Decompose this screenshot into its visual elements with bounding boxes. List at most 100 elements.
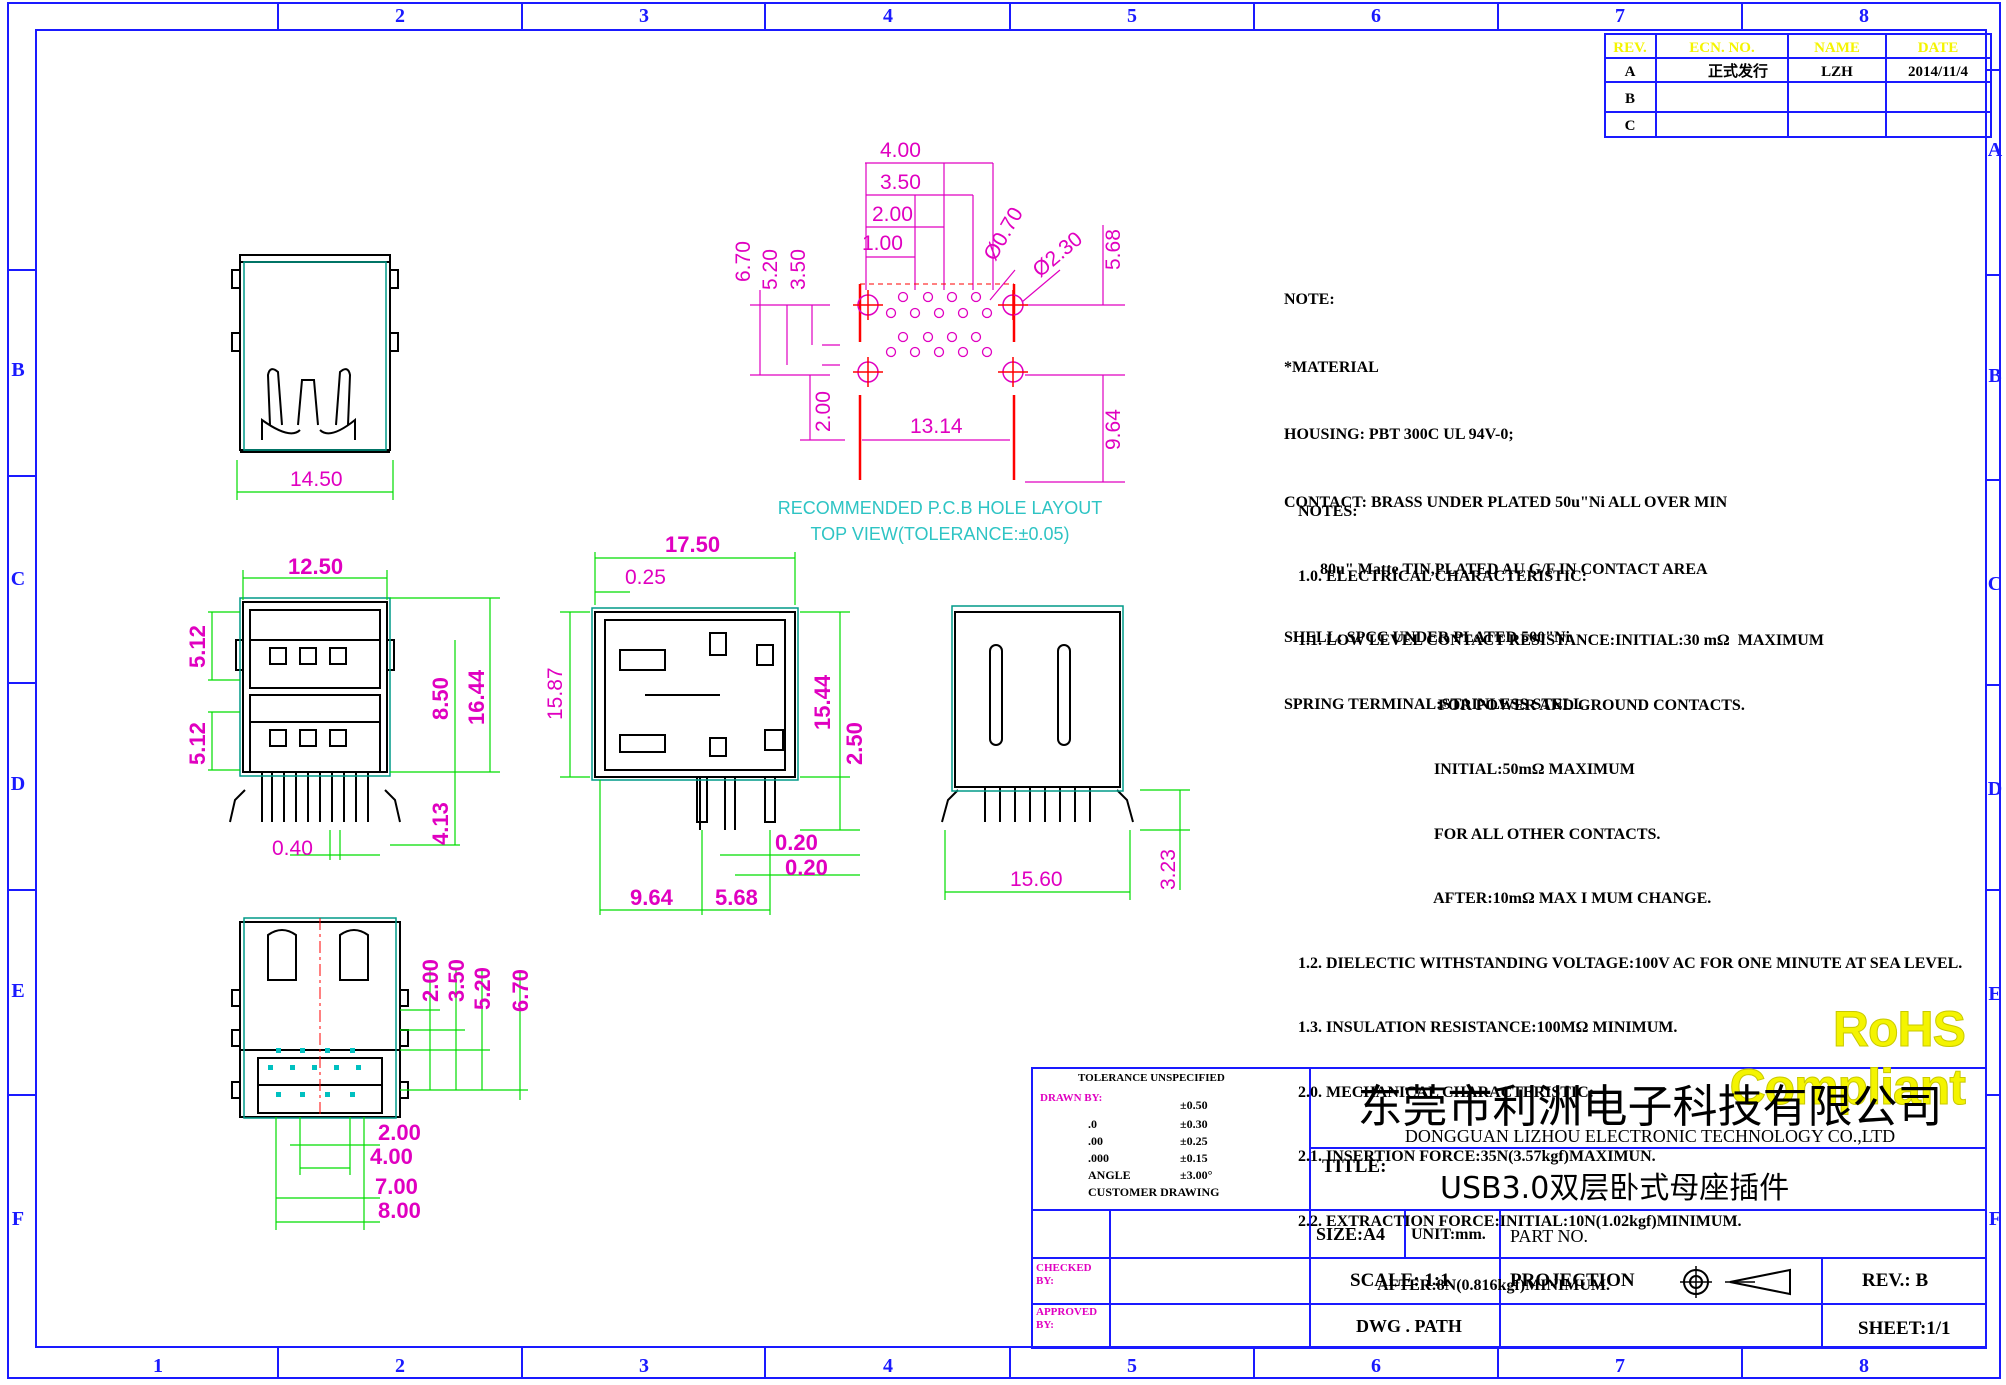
drawing-title: USB3.0双层卧式母座插件 (1440, 1171, 1790, 1206)
tol-value: ±0.25 (1180, 1134, 1208, 1148)
dim-label: 5.12 (185, 625, 210, 668)
note-line: HOUSING: PBT 300C UL 94V-0; (1284, 426, 1514, 443)
tolerance-block: TOLERANCE UNSPECIFIED DRAWN BY: ±0.50 .0… (1040, 1072, 1305, 1207)
col-label: 4 (883, 1355, 893, 1377)
note-line: 1.2. DIELECTIC WITHSTANDING VOLTAGE:100V… (1298, 954, 1963, 972)
dim-label: 13.14 (910, 415, 963, 438)
note-line: 2.2. EXTRACTION FORCE:INITIAL:10N(1.02kg… (1298, 1212, 1742, 1230)
customer-drawing: CUSTOMER DRAWING (1088, 1185, 1220, 1199)
tolerance-title: TOLERANCE UNSPECIFIED (1078, 1072, 1225, 1084)
note-line: 1.3. INSULATION RESISTANCE:100MΩ MINIMUM… (1298, 1019, 1678, 1036)
rev-cell: 正式发行 (1708, 62, 1768, 80)
row-label: B (1988, 365, 2001, 387)
dim-label: 2.00 (812, 391, 835, 432)
rear-view: 15.60 3.23 (941, 605, 1190, 900)
title-label: TITLE: (1322, 1156, 1387, 1177)
dim-label: 17.50 (665, 532, 720, 557)
note-line: INITIAL:50mΩ MAXIMUM (1298, 761, 1635, 778)
drawing-frame (7, 2, 2001, 1379)
dim-label: 8.00 (378, 1198, 421, 1223)
rev-field: REV.: B (1862, 1270, 1929, 1291)
pin-holes (885, 291, 993, 358)
tol-key: .0 (1088, 1117, 1097, 1131)
dim-label: 12.50 (288, 554, 343, 579)
dim-label: 1.00 (862, 232, 903, 255)
dim-label: 3.23 (1157, 849, 1180, 890)
note-line: *MATERIAL (1284, 358, 1379, 376)
dim-label: 5.12 (185, 722, 210, 765)
spec-notes: NOTES: 1.0. ELECTRICAL CHARACTERISTIC: 1… (1298, 458, 1962, 1318)
col-label: 3 (639, 5, 649, 27)
row-label: E (11, 980, 24, 1002)
row-label: B (11, 359, 24, 381)
dwg-path-field: DWG . PATH (1356, 1316, 1462, 1336)
projection-field: PROJECTION (1510, 1270, 1635, 1291)
dim-label: 0.20 (785, 855, 828, 880)
row-label: D (1988, 778, 2002, 800)
rev-header: DATE (1918, 40, 1959, 56)
tolerance-first: ±0.50 (1180, 1098, 1208, 1112)
rev-cell: 2014/11/4 (1908, 64, 1969, 80)
row-label: A (1988, 139, 2003, 161)
company-name-cn: 东莞市利洲电子科技有限公司 (1357, 1080, 1943, 1133)
size-field: SIZE:A4 (1316, 1224, 1386, 1244)
part-no-field: PART NO. (1510, 1226, 1588, 1246)
dim-label: 3.50 (880, 171, 921, 194)
dim-label: 2.00 (378, 1120, 421, 1145)
dim-label: 0.20 (775, 830, 818, 855)
col-label: 7 (1615, 5, 1625, 27)
col-label: 3 (639, 1355, 649, 1377)
dim-label: 6.70 (508, 969, 533, 1012)
tol-value: ±0.15 (1180, 1151, 1208, 1165)
dim-label: 15.60 (1010, 868, 1063, 891)
dim-label: 6.70 (732, 241, 755, 282)
tol-key: ANGLE (1088, 1168, 1131, 1182)
rev-cell: C (1625, 118, 1636, 134)
note-line: 2.0. MECHANICAL CHARACTERISTIC: (1298, 1083, 1595, 1101)
tol-value: ±0.30 (1180, 1117, 1208, 1131)
dim-label: 5.20 (470, 967, 495, 1010)
dim-label: 9.64 (630, 885, 674, 910)
col-label: 7 (1615, 1355, 1625, 1377)
note-line: CONTACT: BRASS UNDER PLATED 50u"Ni ALL O… (1284, 493, 1728, 511)
col-label: 6 (1371, 1355, 1381, 1377)
note-line: AFTER:8N(0.816kgf)MINIMUM. (1298, 1277, 1610, 1294)
projection-symbol-icon (1680, 1266, 1791, 1298)
bottom-view: 2.00 3.50 5.20 6.70 2.00 4.00 7.00 8.00 (231, 917, 533, 1230)
tol-key: .000 (1088, 1151, 1109, 1165)
dim-label: 7.00 (375, 1174, 418, 1199)
row-label: C (1988, 573, 2002, 595)
dim-label: 0.40 (272, 837, 313, 860)
dim-label: 2.00 (418, 959, 443, 1002)
top-view: 14.50 (231, 254, 399, 500)
note-line: FOR ALL OTHER CONTACTS. (1298, 825, 1661, 843)
rev-header: REV. (1613, 40, 1647, 56)
rev-header: ECN. NO. (1689, 40, 1755, 56)
dim-label: 15.44 (810, 674, 835, 730)
note-line: 2.1. INSERTION FORCE:35N(3.57kgf)MAXIMUN… (1298, 1148, 1656, 1165)
sheet-field: SHEET:1/1 (1858, 1318, 1951, 1339)
tol-value: ±3.00° (1180, 1168, 1213, 1182)
row-label: E (1988, 983, 2001, 1005)
dim-label: 3.50 (444, 959, 469, 1002)
pcb-caption: RECOMMENDED P.C.B HOLE LAYOUT (778, 498, 1102, 518)
rohs-compliant-mark: RoHS Compliant (1729, 1001, 1966, 1116)
tol-key: .00 (1088, 1134, 1103, 1148)
col-label: 6 (1371, 5, 1381, 27)
note-line: NOTE: (1284, 291, 1335, 308)
dim-label: 2.50 (842, 722, 867, 765)
front-view: 12.50 5.12 5.12 8.50 16.44 4.13 0.40 (185, 554, 500, 860)
col-label: 2 (395, 5, 405, 27)
side-view: 17.50 15.44 2.50 0.20 0.20 9.64 5.68 0.2… (544, 532, 867, 915)
col-label: 1 (153, 1355, 163, 1377)
row-label: F (1989, 1208, 2001, 1230)
dim-label: 5.68 (1102, 229, 1125, 270)
col-label: 2 (395, 1355, 405, 1377)
dim-label: 4.00 (370, 1144, 413, 1169)
dim-label: 9.64 (1102, 409, 1125, 450)
company-name-en: DONGGUAN LIZHOU ELECTRONIC TECHNOLOGY CO… (1404, 1126, 1896, 1146)
col-label: 5 (1127, 1355, 1137, 1377)
dim-label: 5.68 (715, 885, 758, 910)
mounting-holes (853, 290, 1028, 387)
